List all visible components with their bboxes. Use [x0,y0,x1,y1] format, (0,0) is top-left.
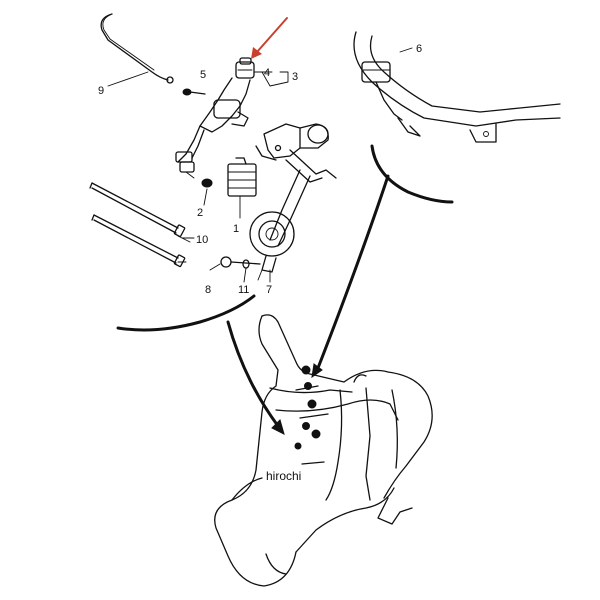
callout-labels: 1 2 3 4 5 6 7 8 9 10 11 [98,43,422,296]
cable-part-9 [100,13,174,84]
callout-6: 6 [416,43,422,55]
callout-3: 3 [292,71,298,83]
horn-part-7 [249,211,295,281]
scooter-outline [214,314,433,587]
callout-2: 2 [197,207,203,219]
washer-part-11 [242,259,250,269]
ignition-switch [175,57,255,179]
callout-4: 4 [264,67,270,79]
nut-part-2 [201,178,213,206]
callout-1: 1 [233,223,239,235]
screw-part-5 [182,88,206,96]
callout-7: 7 [266,284,272,296]
callout-10: 10 [196,234,208,246]
component-part-6 [353,31,561,143]
callout-leaders [107,47,413,283]
indicator-lines [116,144,454,435]
callout-5: 5 [200,69,206,81]
regulator-part-1 [227,157,257,219]
callout-11: 11 [238,284,249,296]
bolts-part-10 [89,182,191,268]
frame-bracket [255,123,337,247]
watermark-text: hirochi [266,469,301,483]
callout-9: 9 [98,85,104,97]
highlight-arrow [251,17,288,59]
callout-8: 8 [205,284,211,296]
bolt-part-8 [220,256,261,268]
